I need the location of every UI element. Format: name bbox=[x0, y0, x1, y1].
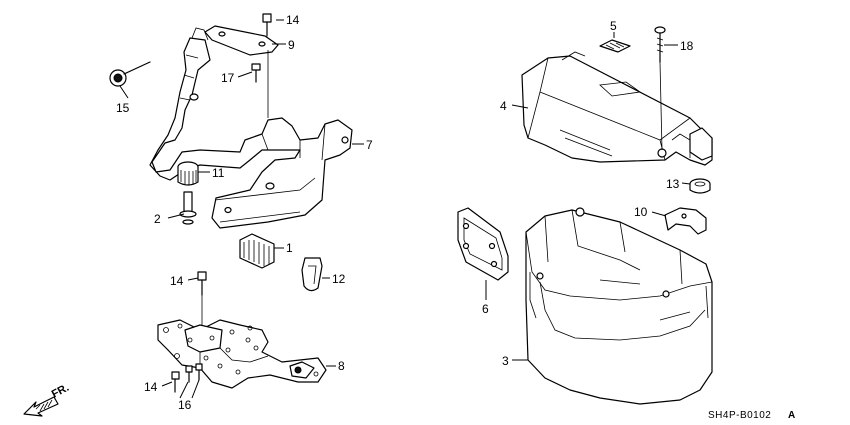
leader-lines bbox=[119, 19, 691, 399]
bolt-part-16[interactable] bbox=[185, 363, 203, 383]
callout-7: 7 bbox=[366, 138, 373, 152]
clip-part-10[interactable] bbox=[664, 207, 707, 235]
cap-part-5[interactable] bbox=[599, 39, 631, 53]
bolt-part-14-top[interactable] bbox=[262, 13, 272, 37]
callout-9: 9 bbox=[288, 38, 295, 52]
callout-5: 5 bbox=[610, 19, 617, 33]
bolt-part-14-bottom[interactable] bbox=[171, 371, 180, 393]
grommet-part-13[interactable] bbox=[689, 178, 711, 194]
box-part-3[interactable] bbox=[525, 207, 713, 405]
diagram-suffix: A bbox=[788, 410, 796, 421]
cushion-part-1[interactable] bbox=[239, 233, 275, 269]
front-direction-arrow bbox=[23, 396, 59, 417]
bolt-part-14-mid[interactable] bbox=[197, 271, 207, 296]
callout-17: 17 bbox=[221, 71, 235, 85]
plate-part-9[interactable] bbox=[204, 25, 279, 56]
callout-15: 15 bbox=[116, 101, 130, 115]
pin-part-2[interactable] bbox=[179, 191, 197, 225]
callout-12: 12 bbox=[332, 272, 346, 286]
grommet-part-11[interactable] bbox=[177, 161, 199, 186]
callout-14-mid: 14 bbox=[170, 274, 184, 288]
callout-4: 4 bbox=[500, 99, 507, 113]
bolt-part-17[interactable] bbox=[251, 63, 261, 83]
callout-11: 11 bbox=[212, 166, 225, 180]
callout-10: 10 bbox=[634, 205, 648, 219]
callout-14-bottom: 14 bbox=[144, 380, 158, 394]
bracket-part-7[interactable] bbox=[149, 27, 353, 229]
screw-part-18[interactable] bbox=[654, 26, 666, 151]
diagram-code: SH4P-B0102 bbox=[708, 410, 771, 421]
base-plate-part-8[interactable] bbox=[157, 319, 327, 389]
callout-2: 2 bbox=[154, 212, 161, 226]
callout-16: 16 bbox=[178, 398, 192, 412]
callout-6: 6 bbox=[482, 302, 489, 316]
callout-13: 13 bbox=[666, 177, 680, 191]
gasket-part-6[interactable] bbox=[457, 207, 509, 281]
bolt-part-15[interactable] bbox=[109, 61, 151, 87]
clip-part-12[interactable] bbox=[301, 257, 323, 292]
callout-8: 8 bbox=[338, 359, 345, 373]
callout-3: 3 bbox=[502, 354, 509, 368]
callout-18: 18 bbox=[680, 39, 694, 53]
front-direction-label: FR. bbox=[50, 382, 71, 401]
callout-14-top: 14 bbox=[286, 13, 300, 27]
callout-1: 1 bbox=[286, 241, 293, 255]
cover-part-4[interactable] bbox=[521, 51, 713, 166]
